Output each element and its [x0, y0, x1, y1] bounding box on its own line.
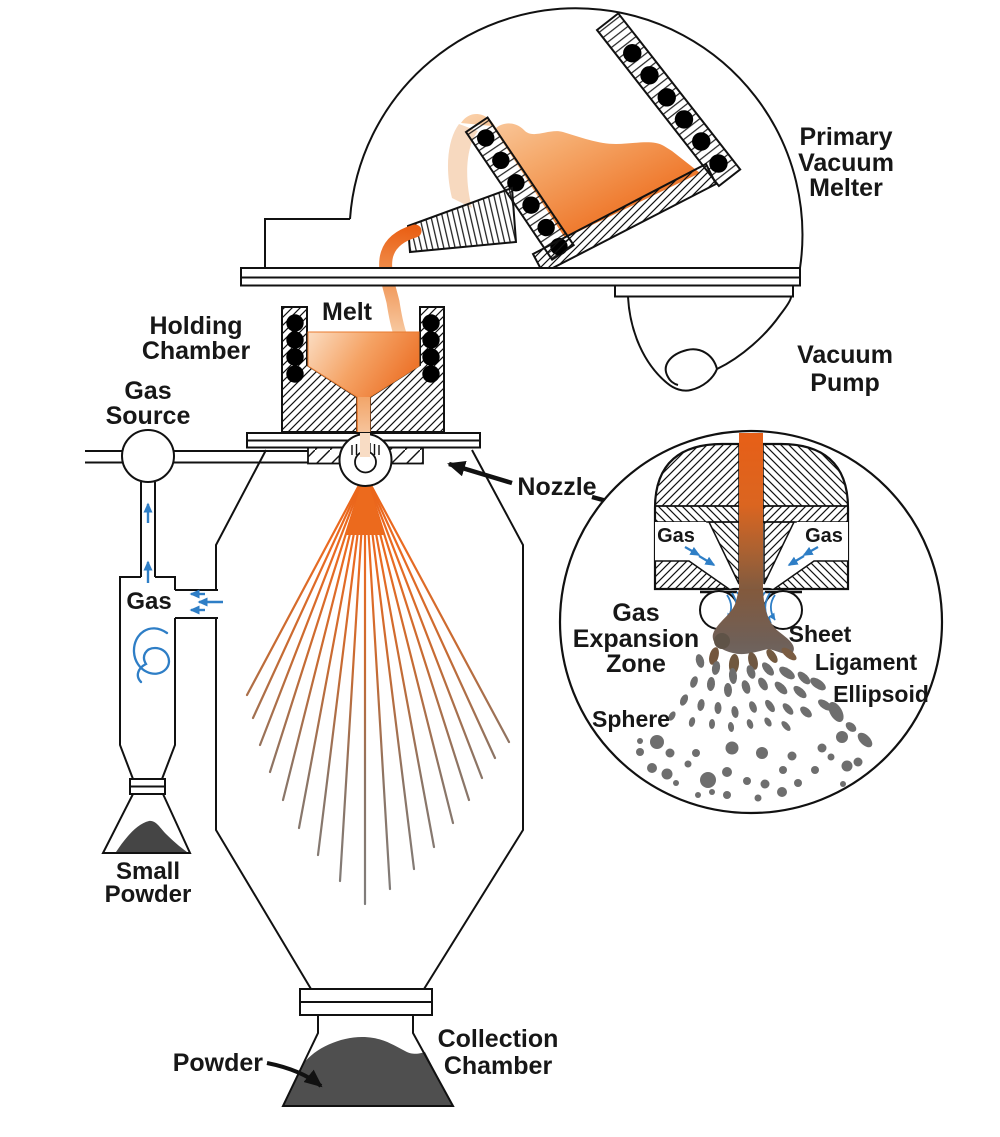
powder-pile — [283, 1037, 453, 1106]
small-powder-pile — [116, 820, 187, 852]
gas-source-label-1: Gas — [124, 377, 171, 405]
sheet-label: Sheet — [789, 621, 852, 647]
gas-source-valve — [121, 429, 175, 483]
atomization-chamber — [215, 433, 524, 990]
duct-gas-arrows — [189, 589, 223, 615]
ligament-droplets — [668, 654, 873, 748]
gas-expansion-zone-label-3: Zone — [606, 650, 666, 678]
vacuum-pump — [614, 284, 794, 392]
primary-vacuum-melter-label-2: Vacuum — [798, 149, 894, 177]
collection-vessel — [281, 1015, 455, 1107]
spray-apex — [346, 471, 384, 535]
primary-vacuum-melter-label-3: Melter — [809, 174, 883, 202]
cyclone-valve-top — [129, 778, 166, 788]
cyclone-cone — [101, 793, 192, 854]
gas-source-label-2: Source — [106, 402, 191, 430]
vacuum-pump-collar — [614, 284, 794, 298]
small-powder-label-1: Small — [116, 858, 180, 885]
small-powder-label-2: Powder — [105, 881, 192, 908]
melt-overflow-wash — [447, 124, 478, 208]
base-plate-top — [240, 267, 801, 279]
nozzle-callout: Nozzle — [447, 460, 642, 514]
inset-gas-left-label: Gas — [657, 525, 695, 547]
sheet-blob — [712, 589, 794, 655]
holding-chamber: Melt Holding Chamber — [142, 298, 481, 465]
primary-vacuum-melter-label-1: Primary — [799, 123, 892, 151]
inset-gas-right-label: Gas — [805, 525, 843, 547]
gas-expansion-zone-label-2: Expansion — [573, 625, 699, 653]
ligament-label: Ligament — [815, 649, 918, 675]
ellipsoid-label: Ellipsoid — [833, 681, 929, 707]
melt-pool — [461, 114, 700, 238]
holding-chamber-label-2: Chamber — [142, 337, 251, 365]
holding-coil-dots — [286, 314, 440, 383]
bottom-flange-bottom — [299, 1001, 433, 1016]
chamber-wall-right — [423, 449, 524, 990]
crucible-wall-right — [595, 11, 742, 188]
collection-chamber-label-2: Chamber — [444, 1052, 553, 1080]
inset-melt-stream — [739, 433, 763, 592]
cyclone-valve-bottom — [129, 785, 166, 795]
base-plate-bottom — [240, 276, 801, 287]
gas-swirl-icon — [132, 627, 171, 684]
pour-spout — [406, 186, 518, 254]
crucible-bottom-wall — [531, 162, 718, 275]
melt-neck-stream — [358, 397, 370, 435]
holding-chamber-label-1: Holding — [149, 312, 242, 340]
induction-coil-dots-right — [623, 44, 728, 173]
powder-label: Powder — [173, 1049, 264, 1077]
vacuum-pump-curl — [664, 348, 718, 386]
sheet-roots — [709, 633, 797, 674]
inset-bottom-block-right — [771, 560, 849, 590]
sphere-label: Sphere — [592, 706, 670, 732]
nozzle-melt-stream — [360, 433, 370, 457]
nozzle-label: Nozzle — [517, 473, 596, 501]
bottom-flange-top — [299, 988, 433, 1003]
melt-label: Melt — [322, 298, 373, 326]
inset-bottom-block-left — [654, 560, 732, 590]
gas-pipe-vertical — [140, 482, 156, 577]
inset-top-block-left — [654, 443, 740, 509]
inset-band-right — [762, 505, 849, 523]
vacuum-pump-label-2: Pump — [810, 369, 879, 397]
collection-chamber: Collection Chamber Powder — [173, 988, 559, 1107]
nozzle-arrow-left — [447, 460, 513, 486]
dome-left-step — [264, 218, 350, 268]
cyclone-body — [119, 576, 176, 780]
sphere-droplets — [636, 731, 863, 802]
gas-recycle-label: Gas — [126, 588, 171, 615]
gas-supply: Gas Source — [85, 377, 308, 583]
inset-center-wedge-right — [763, 521, 796, 585]
dome-outline — [349, 7, 804, 269]
gas-expansion-zone-label-1: Gas — [612, 599, 659, 627]
chamber-wall-left — [215, 449, 312, 990]
collection-chamber-label-1: Collection — [438, 1025, 559, 1053]
vacuum-pump-body — [627, 296, 792, 392]
spray-cone — [245, 472, 511, 906]
gas-pipe-horizontal — [85, 450, 308, 464]
vacuum-pump-label-1: Vacuum — [797, 341, 893, 369]
inset-gas-arrows — [684, 546, 819, 566]
powder-arrow — [266, 1061, 323, 1088]
cyclone-separator: Gas Small Powder — [101, 576, 223, 908]
inset-band-left — [654, 505, 740, 523]
primary-vacuum-melter: Primary Vacuum Melter Vacuum Pump — [240, 7, 894, 397]
nozzle-inset: Gas Gas Gas Expansion Zone Sheet Ligamen… — [558, 429, 944, 815]
